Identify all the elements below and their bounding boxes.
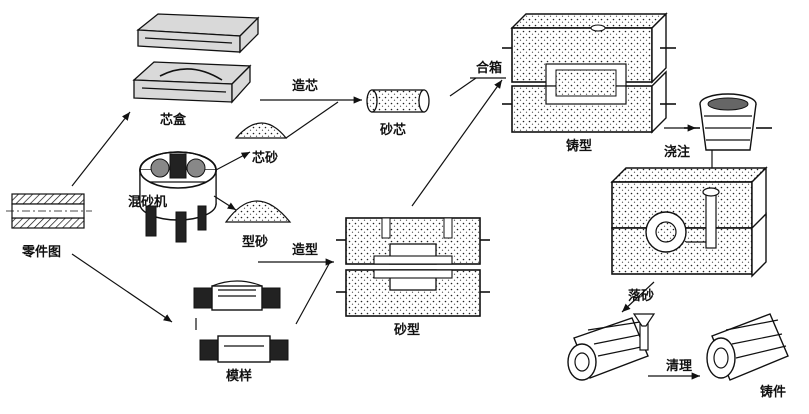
- sand-mold-figure: [336, 218, 490, 316]
- part-drawing-figure: [6, 194, 92, 228]
- arrow-to-core-box: [72, 112, 130, 186]
- molding-label: 造型: [292, 242, 318, 258]
- molding-sand-pile: [226, 201, 290, 222]
- shakeout-casting-figure: [568, 314, 654, 380]
- sand-core-label: 砂芯: [379, 122, 406, 138]
- line-sand-core-to-assembly: [450, 78, 476, 96]
- pouring-label: 浇注: [664, 144, 690, 160]
- arrow-mixer-to-molding-sand: [214, 196, 236, 210]
- sand-mold-label: 砂型: [393, 322, 420, 338]
- arrow-mixer-to-core-sand: [216, 152, 250, 170]
- casting-label: 铸件: [760, 384, 786, 400]
- pattern-label: 模样: [226, 368, 252, 384]
- part-drawing-label: 零件图: [21, 244, 61, 260]
- casting-mold-figure: [502, 14, 676, 132]
- casting-mold-label: 铸型: [566, 138, 592, 154]
- poured-mold-figure: [612, 168, 766, 276]
- shakeout-label: 落砂: [628, 288, 654, 304]
- line-pattern-to-molding: [296, 262, 330, 324]
- core-sand-pile: [236, 123, 286, 138]
- core-box-figure: [134, 14, 258, 102]
- cleaning-label: 清理: [666, 358, 692, 374]
- casting-figure: [707, 314, 788, 380]
- core-making-label: 造芯: [292, 78, 318, 94]
- molding-sand-label: 型砂: [242, 234, 268, 250]
- core-sand-label: 芯砂: [252, 150, 278, 166]
- sand-core-figure: [367, 90, 429, 112]
- mixer-label: 混砂机: [128, 194, 167, 210]
- pattern-figure: [194, 281, 288, 362]
- line-core-sand-to-core-making: [286, 102, 338, 138]
- arrow-to-pattern: [72, 254, 172, 322]
- mold-assembly-label: 合箱: [476, 60, 502, 76]
- core-box-label: 芯盒: [160, 112, 187, 128]
